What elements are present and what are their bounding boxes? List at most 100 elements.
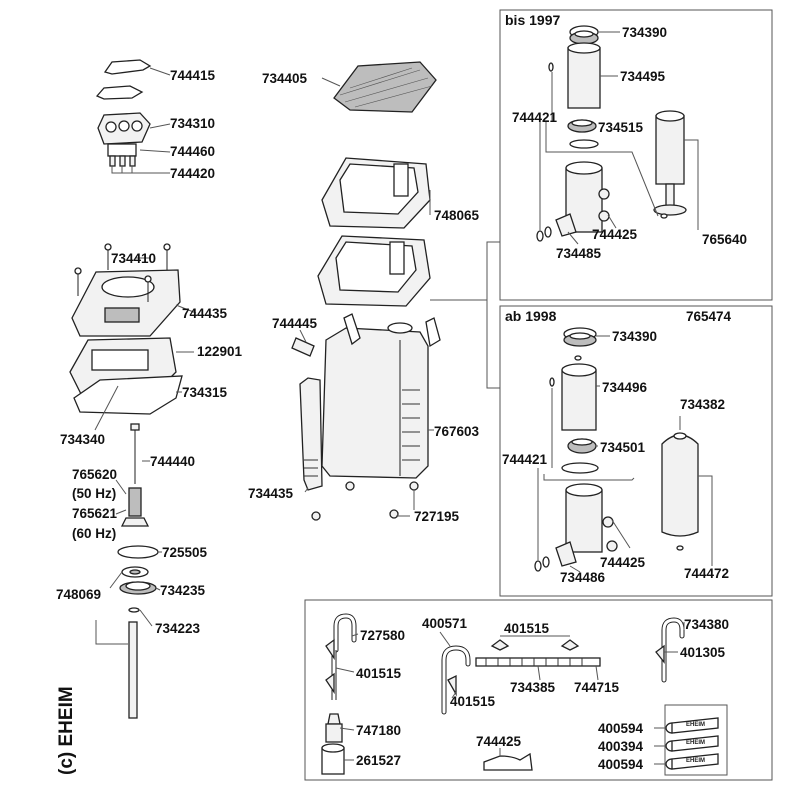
screws	[74, 243, 171, 302]
clip-part	[95, 59, 152, 100]
acc-pipe-734380	[655, 617, 685, 683]
impeller-assembly	[120, 423, 150, 527]
label-old-734515: 734515	[598, 120, 644, 135]
frame-hoses	[664, 704, 728, 776]
label-744440: 744440	[150, 454, 195, 469]
new-oring	[561, 462, 599, 474]
label-new-744425: 744425	[600, 555, 646, 570]
acc-nozzle-747180	[325, 713, 343, 743]
part-labels: 744415 734310 744460 744420 734405 74806…	[56, 25, 747, 772]
hose-brand-1: EHEIM	[686, 722, 705, 728]
new-small-seal	[676, 545, 684, 551]
old-prefilter-765640	[653, 110, 687, 216]
label-acc-744715: 744715	[574, 680, 620, 695]
label-765620: 765620	[72, 467, 117, 482]
shaft-734223	[128, 607, 140, 719]
frame-accessories	[304, 599, 773, 781]
bearing-748069	[121, 566, 149, 578]
new-tube-734496	[561, 363, 597, 431]
label-new-734382: 734382	[680, 397, 725, 412]
valve-clip-744445	[291, 337, 315, 357]
middle-leader-lines	[299, 77, 434, 517]
terminal-pins	[109, 155, 136, 167]
hose-brand-marks: EHEIM EHEIM EHEIM	[686, 722, 705, 764]
acc-suction-cups-401515	[490, 635, 580, 651]
label-acc-400571: 400571	[422, 616, 468, 631]
old-housing-734485	[555, 161, 610, 237]
label-new-734496: 734496	[602, 380, 648, 395]
label-734405: 734405	[262, 71, 308, 86]
motor-head-part	[97, 112, 151, 157]
hose-brand-3: EHEIM	[686, 758, 705, 764]
label-acc-400594-a: 400594	[598, 721, 644, 736]
label-old-744425: 744425	[592, 227, 638, 242]
label-744460: 744460	[170, 144, 215, 159]
label-new-744421: 744421	[502, 452, 548, 467]
label-744445: 744445	[272, 316, 318, 331]
label-old-765640: 765640	[702, 232, 747, 247]
label-old-734495: 734495	[620, 69, 666, 84]
label-734315: 734315	[182, 385, 228, 400]
label-new-734486: 734486	[560, 570, 606, 585]
new-filter-734501	[567, 438, 597, 454]
old-small-seal	[660, 213, 668, 219]
old-clips-744421	[536, 226, 552, 242]
label-748069: 748069	[56, 587, 101, 602]
label-734340: 734340	[60, 432, 105, 447]
old-oring	[569, 139, 599, 149]
label-acc-747180: 747180	[356, 723, 401, 738]
heading-bis-1997: bis 1997	[505, 12, 560, 28]
label-new-734390: 734390	[612, 329, 657, 344]
acc-clip-744425	[483, 752, 533, 771]
label-744420: 744420	[170, 166, 215, 181]
label-acc-734380: 734380	[684, 617, 729, 632]
label-767603: 767603	[434, 424, 480, 439]
label-old-744421: 744421	[512, 110, 558, 125]
seal-ring-725505	[117, 545, 159, 559]
label-acc-727580: 727580	[360, 628, 405, 643]
flat-gasket	[73, 375, 183, 415]
feet-727195	[311, 481, 419, 521]
handle-734435	[299, 377, 323, 491]
acc-spraybar-734385	[475, 657, 601, 667]
frame-ab-1998	[499, 305, 773, 597]
label-acc-401515-mid: 401515	[450, 694, 496, 709]
acc-leader-lines	[335, 622, 685, 765]
old-cap-734390	[569, 25, 599, 45]
new-housing-734486	[555, 483, 618, 567]
section-frames	[304, 9, 773, 781]
set-number-ab-1998: 765474	[686, 309, 732, 324]
new-cap-734390	[563, 327, 597, 347]
label-734410: 734410	[111, 251, 156, 266]
label-acc-401305: 401305	[680, 645, 726, 660]
label-122901: 122901	[197, 344, 243, 359]
label-acc-400394: 400394	[598, 739, 644, 754]
acc-pipe-400571	[441, 645, 471, 715]
new-prefilter-744472	[661, 432, 699, 537]
canister-767603	[321, 313, 441, 479]
label-acc-744425: 744425	[476, 734, 522, 749]
hose-brand-2: EHEIM	[686, 740, 705, 746]
label-acc-734385: 734385	[510, 680, 556, 695]
old-leader-lines	[539, 31, 699, 245]
new-clips-744421	[534, 556, 550, 572]
label-acc-401515-top: 401515	[504, 621, 550, 636]
motor-housing	[71, 269, 181, 337]
filter-basket-lower	[317, 235, 431, 307]
label-765621-note: (60 Hz)	[72, 526, 116, 541]
acc-pipe-727580	[325, 613, 357, 700]
old-small-oring	[548, 62, 554, 72]
frame-bis-1997	[499, 9, 773, 301]
left-leader-lines	[94, 67, 197, 645]
label-734223: 734223	[155, 621, 201, 636]
label-old-734390: 734390	[622, 25, 667, 40]
bearing-734235	[119, 581, 157, 595]
label-734435: 734435	[248, 486, 294, 501]
new-leader-lines	[537, 335, 713, 573]
label-acc-261527: 261527	[356, 753, 401, 768]
filter-pad-734405	[333, 61, 437, 113]
new-small-seal-top	[574, 355, 582, 361]
label-734235: 734235	[160, 583, 206, 598]
